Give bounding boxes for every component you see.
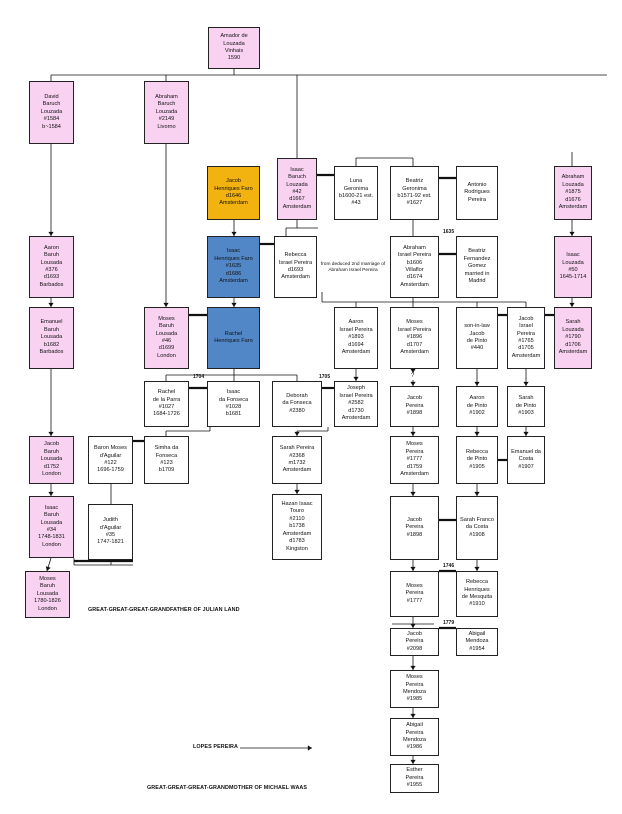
person-joseph-israel-pereira[interactable]: Joseph Israel Pereira #2582 d1730 Amster… (334, 381, 378, 427)
arrowhead (45, 566, 51, 571)
person-abraham-louzada-1875[interactable]: Abraham Louzada #1875 d1676 Amsterdam (554, 166, 592, 220)
person-moses-israel-pereira[interactable]: Moses Israel Pereira #1896 d1707 Amsterd… (390, 307, 439, 369)
person-simha-da-fonseca[interactable]: Simha da Fonseca #123 b1709 (144, 436, 189, 484)
arrowhead (410, 713, 416, 718)
person-jacob-pereira-1898-a[interactable]: Jacob Pereira #1898 (390, 386, 439, 427)
person-moses-baruh-lousada-46[interactable]: Moses Baruh Lousada #46 d1699 London (144, 307, 189, 369)
person-rebecca-de-pinto[interactable]: Rebecca de Pinto #1905 (456, 436, 498, 484)
person-aaron-baruh-lousada[interactable]: Aaron Baruh Lousada #376 d1693 Barbados (29, 236, 74, 298)
person-abigail-mendoza[interactable]: Abigail Mendoza #1954 (456, 628, 498, 656)
person-isaac-henriques-faro[interactable]: Isaac Henriques Faro #1635 d1686 Amsterd… (207, 236, 260, 298)
arrowhead (410, 431, 416, 436)
person-jacob-pereira-2098[interactable]: Jacob Pereira #2098 (390, 628, 439, 656)
person-hazan-isaac-touro[interactable]: Hazan Isaac Touro #2110 b1738 Amsterdam … (272, 494, 322, 560)
arrowhead (474, 491, 480, 496)
caption-lopes-pereira: LOPES PEREIRA (193, 744, 239, 750)
person-jacob-henriques-faro[interactable]: Jacob Henriques Faro d1646 Amsterdam (207, 166, 260, 220)
arrowhead (307, 745, 312, 751)
person-rebecca-henriques-de-mesquita[interactable]: Rebecca Henriques de Mesquita #1910 (456, 571, 498, 617)
arrowhead (569, 231, 575, 236)
person-emanuel-baruh-lousada[interactable]: Emanuel Baruh Lousada b1682 Barbados (29, 307, 74, 369)
person-moses-pereira-1777-a[interactable]: Moses Pereira #1777 d1759 Amsterdam (390, 436, 439, 484)
arrowhead (48, 431, 54, 436)
person-aaron-de-pinto[interactable]: Aaron de Pinto #1902 (456, 386, 498, 427)
person-luna-geronima[interactable]: Luna Geronima b1600-21 est. #43 (334, 166, 378, 220)
person-isaac-da-fonseca[interactable]: Isaac da Fonseca #1028 b1681 (207, 381, 260, 427)
person-amador-de-louzada-vinhais[interactable]: Amador de Louzada Vinhais 1590 (208, 27, 260, 69)
person-deborah-da-fonseca[interactable]: Deborah da Fonseca #2380 (272, 381, 322, 427)
caption-julian-land: GREAT-GREAT-GREAT-GRANDFATHER OF JULIAN … (88, 607, 240, 613)
year-label-1779: 1779 (443, 620, 455, 626)
arrowhead (48, 491, 54, 496)
person-beatriz-fernandez-gomez[interactable]: Beatriz Fernandez Gomez married in Madri… (456, 236, 498, 298)
person-abigail-pereira-mendoza[interactable]: Abigail Pereira Mendoza #1986 (390, 718, 439, 756)
person-judith-daguilar[interactable]: Judith d'Aguilar #35 1747-1821 (88, 504, 133, 560)
person-moses-baruh-lousada-1780[interactable]: Moses Baruh Lousada 1780-1826 London (25, 571, 70, 618)
person-isaac-baruh-lousada-34[interactable]: Isaac Baruh Lousada #34 1748-1831 London (29, 496, 74, 558)
arrowhead (410, 491, 416, 496)
person-isaac-baruch-louzada[interactable]: Isaac Baruch Louzada #42 d1667 Amsterdam (277, 158, 317, 220)
person-baron-moses-daguilar[interactable]: Baron Moses d'Aguilar #122 1696-1759 (88, 436, 133, 484)
person-abraham-baruch-louzada[interactable]: Abraham Baruch Louzada #2149 Livorno (144, 81, 189, 144)
arrowhead (523, 381, 529, 386)
person-moses-pereira-mendoza[interactable]: Moses Pereira Mendoza #1985 (390, 670, 439, 708)
arrowhead (48, 302, 54, 307)
arrowhead (231, 231, 237, 236)
person-esther-pereira[interactable]: Esther Pereira #1955 (390, 764, 439, 793)
arrowhead (231, 302, 237, 307)
person-rachel-henriques-faro[interactable]: Rachel Henriques Faro (207, 307, 260, 369)
arrowhead (294, 489, 300, 494)
note-deduced-marriage: from deduced 2nd marriage of Abraham Isr… (320, 262, 386, 273)
person-isaac-louzada-50[interactable]: Isaac Louzada #50 1645-1714 (554, 236, 592, 298)
arrowhead (474, 431, 480, 436)
arrowhead (353, 376, 359, 381)
caption-michael-waas: GREAT-GREAT-GREAT-GRANDMOTHER OF MICHAEL… (147, 785, 308, 791)
person-beatriz-geronima[interactable]: Beatriz Geronima b1571-92 est. #1627 (390, 166, 439, 220)
person-jacob-pereira-1898-b[interactable]: Jacob Pereira #1898 (390, 496, 439, 560)
year-label-1704: 1704 (193, 374, 205, 380)
person-jacob-baruh-lousada[interactable]: Jacob Baruh Lousada d1752 London (29, 436, 74, 484)
person-sarah-de-pinto[interactable]: Sarah de Pinto #1903 (507, 386, 545, 427)
person-son-in-law-jacob-de-pinto[interactable]: son-in-law Jacob de Pinto #440 (456, 307, 498, 369)
unknown-marker: ? (411, 373, 415, 379)
arrowhead (294, 431, 300, 436)
person-antonio-rodrigues-pereira[interactable]: Antonio Rodrigues Pereira (456, 166, 498, 220)
person-moses-pereira-1777-b[interactable]: Moses Pereira #1777 (390, 571, 439, 617)
person-sarah-louzada-1790[interactable]: Sarah Louzada #1790 d1706 Amsterdam (554, 307, 592, 369)
arrowhead (474, 566, 480, 571)
person-jacob-israel-pereira-1765[interactable]: Jacob Israel Pereira #1765 d1705 Amsterd… (507, 307, 545, 369)
person-rachel-de-la-parra[interactable]: Rachel de la Parra #1027 1684-1726 (144, 381, 189, 427)
arrowhead (410, 368, 416, 373)
year-label-1705: 1705 (319, 374, 331, 380)
arrowhead (474, 381, 480, 386)
arrowhead (569, 302, 575, 307)
person-sarah-pereira-2368[interactable]: Sarah Pereira #2368 m1732 Amsterdam (272, 436, 322, 484)
arrowhead (523, 431, 529, 436)
arrowhead (48, 231, 54, 236)
arrowhead (163, 302, 169, 307)
person-rebecca-israel-pereira[interactable]: Rebecca Israel Pereira d1693 Amsterdam (274, 236, 317, 298)
person-aaron-israel-pereira[interactable]: Aaron Israel Pereira #1893 d1694 Amsterd… (334, 307, 378, 369)
year-label-1635: 1635 (443, 229, 455, 235)
arrowhead (410, 759, 416, 764)
person-abraham-israel-pereira[interactable]: Abraham Israel Pereira b1606 Villaflor d… (390, 236, 439, 298)
year-label-1746: 1746 (443, 563, 455, 569)
person-sarah-franco-da-costa[interactable]: Sarah Franco da Costa #1908 (456, 496, 498, 560)
arrowhead (410, 665, 416, 670)
person-emanuel-da-costa[interactable]: Emanuel da Costa #1907 (507, 436, 545, 484)
arrowhead (410, 623, 416, 628)
arrowhead (410, 566, 416, 571)
person-david-baruch-louzada[interactable]: David Baruch Louzada #1584 b~1584 (29, 81, 74, 144)
arrowhead (410, 381, 416, 386)
